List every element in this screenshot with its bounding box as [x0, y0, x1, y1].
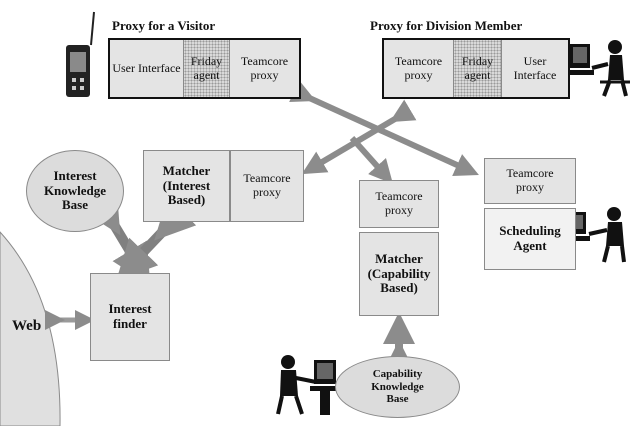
interest-finder-box: Interest finder [90, 273, 170, 361]
handheld-device-icon [66, 11, 95, 97]
person-at-computer-icon [276, 355, 340, 415]
capability-matcher-label: Matcher (Capability Based) [367, 250, 431, 296]
scheduler-proxy-label: Teamcore proxy [506, 166, 554, 194]
member-user-interface: User Interface [513, 53, 557, 82]
member-proxy-title: Proxy for Division Member [370, 18, 523, 33]
arrow-matcher-to-finder [116, 197, 197, 281]
interest-kb-label: Interest Knowledge Base [43, 167, 107, 213]
arrow-to-capability-matcher [349, 136, 393, 184]
visitor-user-interface: User Interface [110, 40, 184, 97]
person-at-computer-icon [568, 40, 630, 97]
scheduling-agent-box: Scheduling Agent [484, 208, 576, 270]
capability-kb-label: Capability Knowledge Base [371, 368, 424, 406]
capability-proxy-label: Teamcore proxy [375, 189, 423, 217]
member-teamcore-proxy: Teamcore proxy [384, 40, 454, 97]
web-label: Web [12, 318, 42, 334]
interest-matcher-box: Matcher (Interest Based) [143, 150, 230, 222]
member-friday-agent: Friday agent [454, 40, 502, 97]
interest-knowledge-base: Interest Knowledge Base [26, 150, 124, 232]
visitor-proxy-title: Proxy for a Visitor [112, 18, 216, 33]
interest-matcher-proxy-box: Teamcore proxy [230, 150, 304, 222]
interest-matcher-proxy-label: Teamcore proxy [243, 171, 291, 199]
visitor-friday-agent: Friday agent [184, 40, 230, 97]
visitor-teamcore-proxy: Teamcore proxy [240, 53, 289, 82]
interest-finder-label: Interest finder [108, 301, 152, 331]
scheduling-agent-label: Scheduling Agent [499, 223, 561, 253]
scheduler-proxy-box: Teamcore proxy [484, 158, 576, 204]
interest-matcher-label: Matcher (Interest Based) [162, 162, 211, 208]
visitor-proxy-group: User Interface Friday agent Teamcore pro… [108, 38, 301, 99]
capability-knowledge-base: Capability Knowledge Base [335, 356, 460, 418]
capability-proxy-box: Teamcore proxy [359, 180, 439, 228]
member-proxy-group: Teamcore proxy Friday agent User Interfa… [382, 38, 570, 99]
capability-matcher-box: Matcher (Capability Based) [359, 232, 439, 316]
